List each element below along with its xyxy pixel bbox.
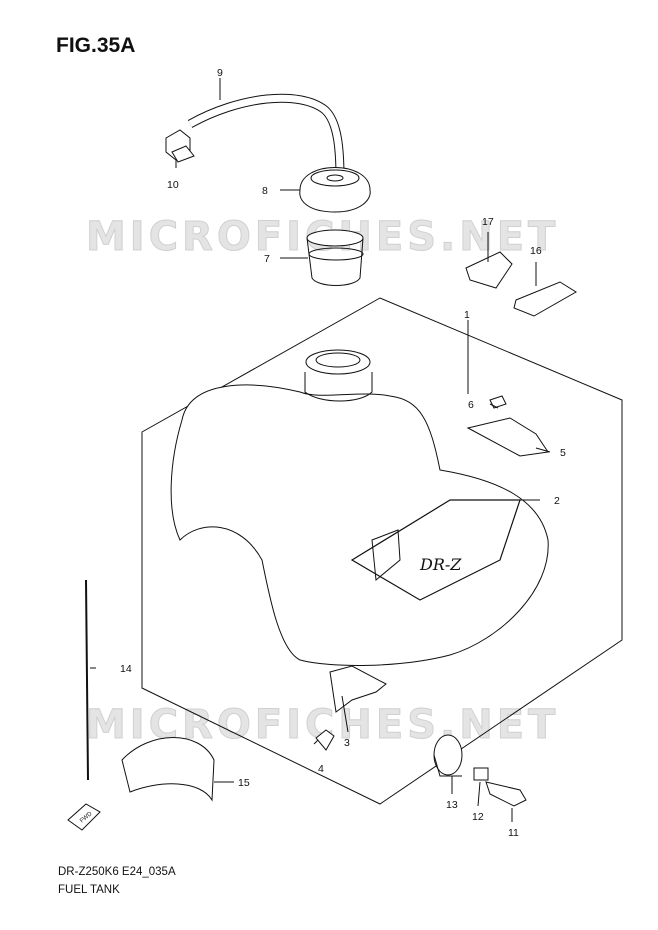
callout-10: 10 (167, 179, 179, 191)
callout-5: 5 (560, 447, 566, 459)
callout-12: 12 (472, 811, 484, 823)
bracket-part-16 (513, 281, 577, 317)
bolt-part-11 (485, 781, 527, 807)
callout-11: 11 (508, 827, 519, 839)
fuel-cap-part (299, 167, 371, 213)
callout-4: 4 (318, 763, 324, 775)
callout-15: 15 (238, 777, 250, 789)
screw-part-6 (489, 395, 507, 409)
damper-part-13 (433, 734, 463, 777)
callout-14: 14 (120, 663, 132, 675)
clip-part (165, 129, 195, 163)
leader-lines (90, 78, 551, 822)
callout-13: 13 (446, 799, 458, 811)
bolt-part-4 (315, 729, 335, 751)
rubber-part-17 (465, 251, 513, 289)
callout-8: 8 (262, 185, 268, 197)
model-code: DR-Z250K6 E24_035A (58, 866, 176, 878)
assembly-frame (141, 297, 623, 805)
fuel-tank-part: DR-Z (170, 349, 549, 666)
callout-2: 2 (554, 495, 560, 507)
bracket-part-3 (329, 665, 387, 713)
callout-3: 3 (344, 737, 350, 749)
band-part-14 (85, 579, 89, 781)
cushion-part-15 (121, 737, 215, 802)
callout-1: 1 (464, 309, 470, 321)
callout-7: 7 (264, 253, 270, 265)
callout-17: 17 (482, 216, 494, 228)
sleeve-part (306, 229, 364, 286)
tank-logo: DR-Z (419, 555, 462, 574)
fwd-arrow-icon (67, 803, 101, 831)
figure-name: FUEL TANK (58, 884, 120, 896)
callout-16: 16 (530, 245, 542, 257)
collar-part-12 (473, 767, 489, 781)
callout-6: 6 (468, 399, 474, 411)
bracket-part-5 (466, 417, 549, 457)
figure-title: FIG.35A (56, 34, 136, 57)
callout-9: 9 (217, 67, 223, 79)
